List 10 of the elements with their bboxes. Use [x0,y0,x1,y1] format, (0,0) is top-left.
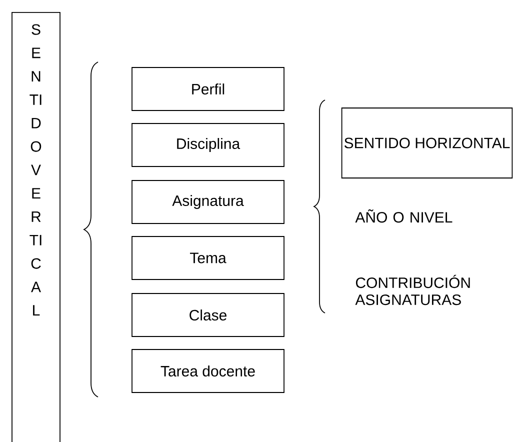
text-label: AÑO O NIVEL [355,209,452,223]
text-box: Tema [132,236,284,280]
text-box: Clase [132,293,284,337]
vertical-label-box: SENTIDO VERTICAL [12,12,60,442]
text-box: Perfil [132,67,284,111]
text-box: Disciplina [132,123,284,167]
text-box: Asignatura [132,180,284,224]
text-box: Tarea docente [132,349,284,393]
text-box: SENTIDO HORIZONTAL [341,108,513,178]
text-label: CONTRIBUCIÓN ASIGNATURAS [355,274,470,306]
